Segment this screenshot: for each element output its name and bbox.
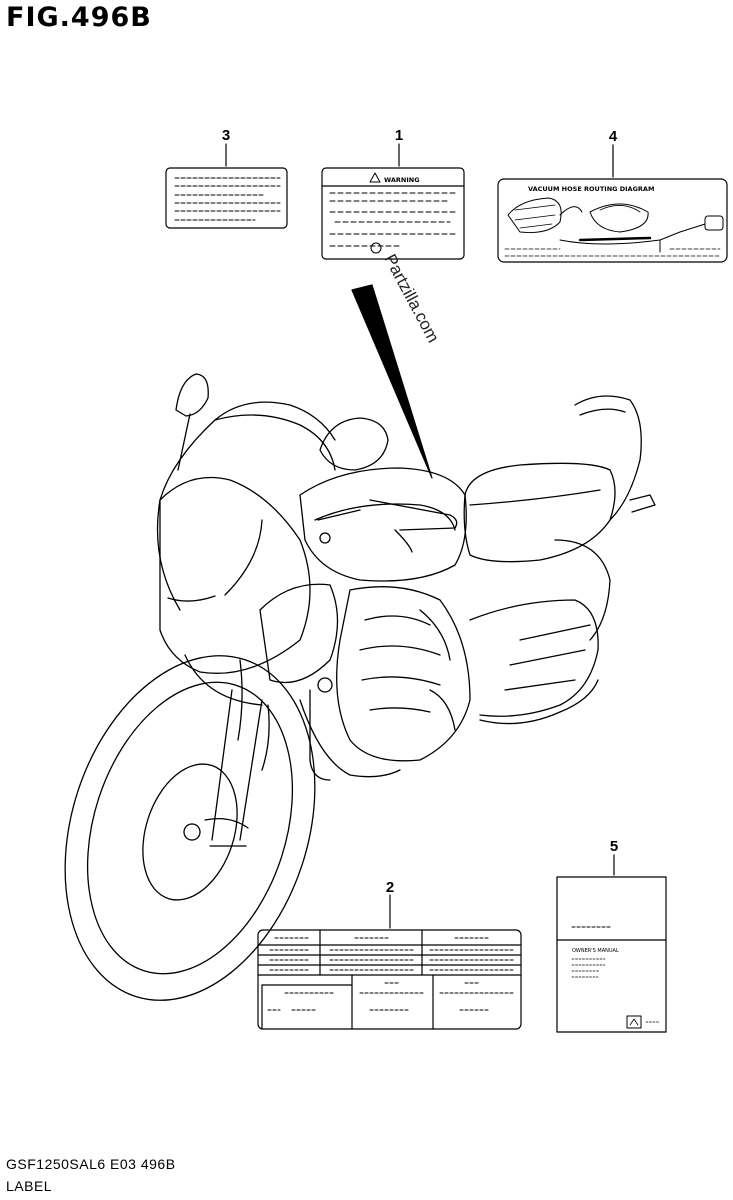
manual-part-5[interactable]: OWNER'S MANUAL xyxy=(556,876,667,1033)
callout-2: 2 xyxy=(386,879,394,896)
manual-title: OWNER'S MANUAL xyxy=(572,948,619,954)
watermark: Partzilla.com xyxy=(380,251,442,346)
diagram-code: GSF1250SAL6 E03 496B xyxy=(6,1156,176,1172)
vacuum-diagram-title: VACUUM HOSE ROUTING DIAGRAM xyxy=(528,185,654,193)
label-part-4[interactable]: VACUUM HOSE ROUTING DIAGRAM xyxy=(497,178,728,263)
callout-4: 4 xyxy=(609,128,618,145)
warning-title: WARNING xyxy=(384,176,420,184)
label-part-3[interactable] xyxy=(165,167,288,229)
motorcycle-illustration xyxy=(64,373,656,1001)
label-part-2[interactable] xyxy=(257,929,522,1030)
diagram-section-label: LABEL xyxy=(6,1178,53,1194)
location-arrow xyxy=(351,284,433,479)
figure-title: FIG.496B xyxy=(6,2,152,33)
callout-1: 1 xyxy=(395,127,403,144)
label-part-1[interactable]: WARNING xyxy=(321,167,465,260)
callout-3: 3 xyxy=(222,127,230,144)
callout-5: 5 xyxy=(610,838,618,855)
